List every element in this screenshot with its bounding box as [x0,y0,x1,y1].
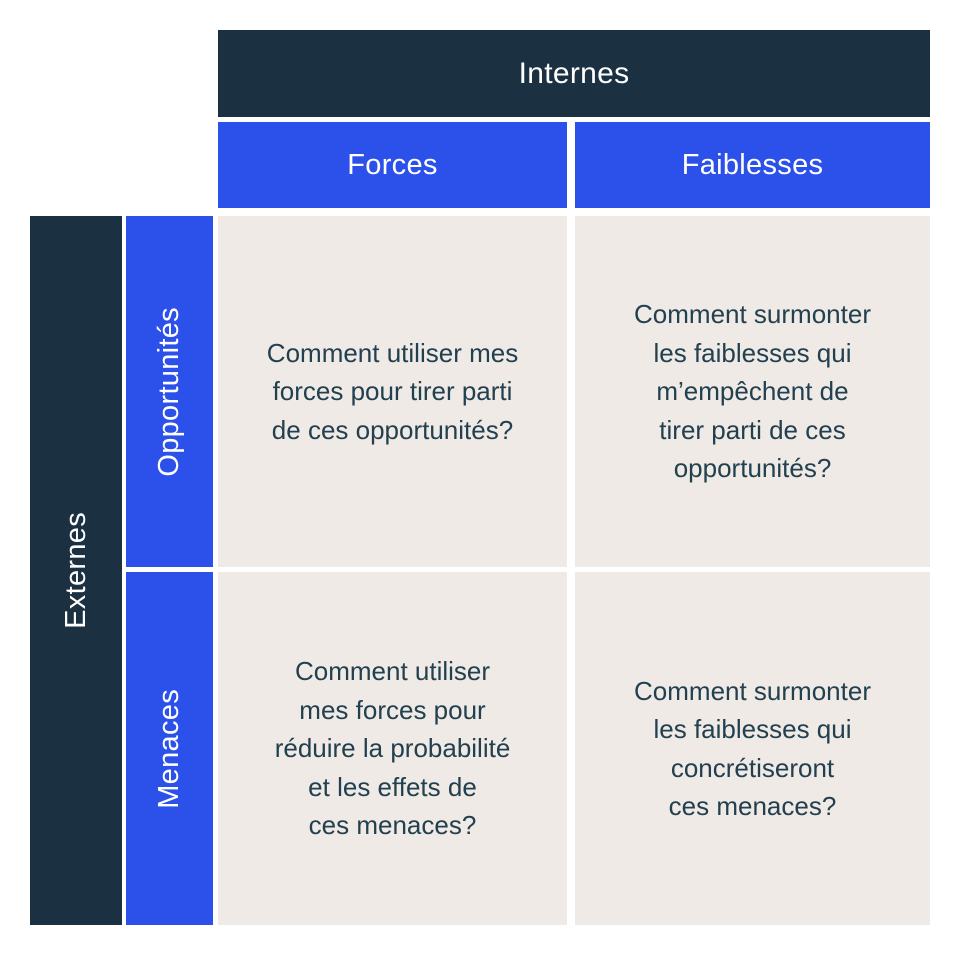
menaces-label: Menaces [153,688,185,809]
cell-forces-menaces: Comment utiliser mes forces pour réduire… [218,572,567,925]
cell-faiblesses-opportunites: Comment surmonter les faiblesses qui m’e… [575,216,930,567]
external-axis-label: Externes [59,512,92,629]
row-header-opportunites: Opportunités [126,216,213,567]
column-header-faiblesses: Faiblesses [575,122,930,208]
cell-faiblesses-menaces: Comment surmonter les faiblesses qui con… [575,572,930,925]
cell-forces-menaces-text: Comment utiliser mes forces pour réduire… [274,656,511,841]
forces-label: Forces [347,148,438,181]
column-header-forces: Forces [218,122,567,208]
internal-axis-label: Internes [518,56,630,90]
row-header-menaces: Menaces [126,572,213,925]
cell-faiblesses-menaces-text: Comment surmonter les faiblesses qui con… [634,675,871,821]
opportunites-label: Opportunités [153,306,185,477]
external-axis-header: Externes [30,216,122,925]
cell-faiblesses-opportunites-text: Comment surmonter les faiblesses qui m’e… [634,299,871,484]
cell-forces-opportunites: Comment utiliser mes forces pour tirer p… [218,216,567,567]
cell-forces-opportunites-text: Comment utiliser mes forces pour tirer p… [266,337,519,445]
faiblesses-label: Faiblesses [681,148,824,181]
internal-axis-header: Internes [218,30,930,117]
